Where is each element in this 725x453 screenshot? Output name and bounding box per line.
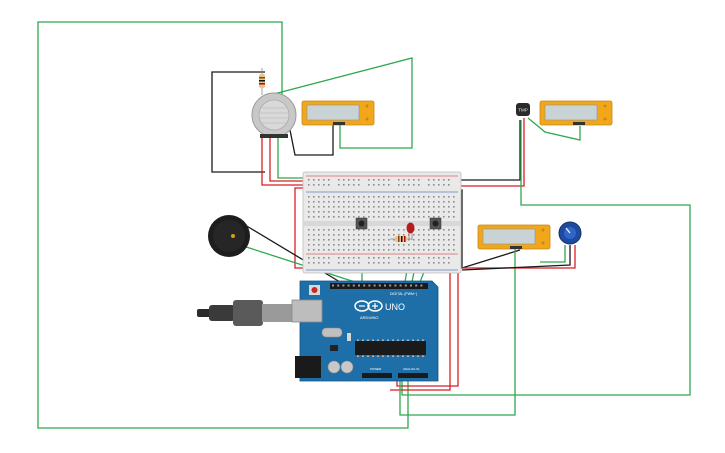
- analog-header-label: ANALOG IN: [403, 367, 419, 371]
- lcd-display-2[interactable]: [539, 100, 613, 126]
- capacitor-1: [327, 360, 341, 374]
- microphone-sensor[interactable]: [251, 92, 297, 138]
- wire-red-mic-2[interactable]: [269, 135, 305, 182]
- usb-port: [291, 299, 323, 323]
- wire-red-left-rail[interactable]: [294, 187, 305, 269]
- capacitor-2: [340, 360, 354, 374]
- power-header-label: POWER: [370, 367, 382, 371]
- temperature-sensor[interactable]: TMP: [516, 103, 530, 116]
- resistor-top[interactable]: [259, 68, 265, 95]
- atmega-chip: [355, 341, 426, 355]
- wire-green-lcd3[interactable]: [399, 248, 516, 416]
- digital-header-label: DIGITAL (PWM~): [390, 292, 417, 296]
- arduino-logo: [354, 300, 383, 312]
- wire-red-tmp[interactable]: [460, 118, 525, 187]
- potentiometer[interactable]: [558, 221, 582, 245]
- wire-green-outer-loop[interactable]: [37, 21, 409, 429]
- wire-green-mic-lcd[interactable]: [269, 57, 413, 149]
- usb-cable[interactable]: [197, 300, 298, 326]
- wire-black-mic-box[interactable]: [211, 71, 265, 173]
- breadboard-holes: [308, 179, 455, 264]
- arduino-uno-board[interactable]: UNO ARDUINO DIGITAL (PWM~) POWER ANALOG …: [197, 280, 439, 382]
- wire-black-pot[interactable]: [461, 245, 571, 271]
- board-brand-text: ARDUINO: [360, 315, 378, 320]
- wire-green-tmp-down[interactable]: [401, 120, 691, 396]
- lcd-display-3[interactable]: [477, 224, 551, 250]
- board-model-text: UNO: [385, 302, 405, 312]
- wire-green-mic-3[interactable]: [277, 135, 305, 179]
- power-jack: [295, 356, 321, 378]
- resistor-breadboard[interactable]: [390, 236, 412, 242]
- analog-header[interactable]: [398, 373, 428, 378]
- chip-pins: [357, 339, 424, 357]
- breadboard[interactable]: [302, 171, 462, 274]
- power-header[interactable]: [362, 373, 392, 378]
- mic-grille: [260, 107, 288, 124]
- wire-green-tmp-lcd[interactable]: [527, 117, 581, 141]
- piezo-buzzer[interactable]: [208, 215, 250, 257]
- pushbutton-2[interactable]: [429, 217, 442, 230]
- crystal-oscillator: [321, 327, 343, 338]
- wire-green-pot[interactable]: [540, 245, 566, 263]
- lcd-display-1[interactable]: [301, 100, 375, 126]
- pushbutton-1[interactable]: [355, 217, 368, 230]
- tmp-label: TMP: [518, 108, 528, 113]
- digital-header-pins: [332, 284, 423, 287]
- wire-green-buzzer[interactable]: [239, 244, 356, 283]
- wire-red-mic-1[interactable]: [261, 135, 305, 186]
- wire-black-mic-lcd[interactable]: [289, 124, 334, 156]
